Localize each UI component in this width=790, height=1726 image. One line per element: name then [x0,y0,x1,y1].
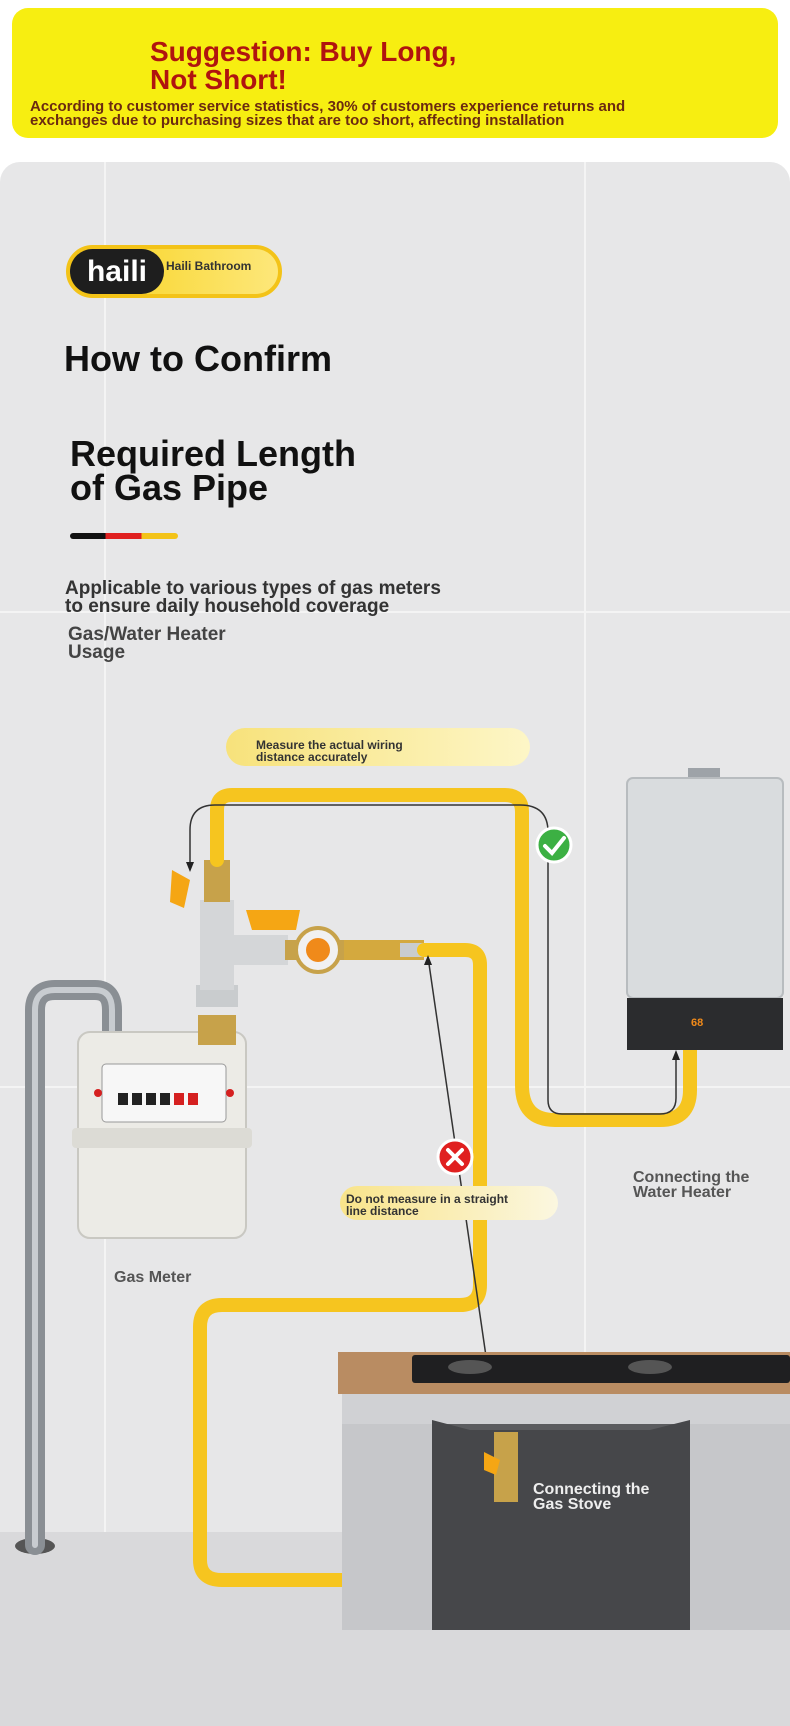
check-mark-icon [535,826,573,864]
gas-stove-label: Connecting the Gas Stove [533,1481,650,1513]
measure-path-line [189,804,677,1115]
heading-line-1: How to Confirm [64,338,332,379]
brand-name: Haili Bathroom [166,259,252,273]
usage-label: Gas/Water Heater Usage [68,624,226,663]
subtitle: Applicable to various types of gas meter… [65,578,441,617]
top-banner [12,8,778,138]
banner-title: Suggestion: Buy Long, Not Short! [150,36,457,95]
tricolor-divider [70,533,178,539]
dont-measure-note-pill [340,1186,558,1220]
gas-stove-cabinet [338,1352,790,1630]
banner-note: According to customer service statistics… [30,98,626,129]
gas-meter [72,1031,252,1239]
dont-measure-note: Do not measure in a straight line distan… [346,1192,509,1218]
water-heater-label: Connecting the Water Heater [633,1169,750,1201]
brand-logo: haili [70,249,164,294]
hose-to-water-heater [210,788,697,1127]
measure-note: Measure the actual wiring distance accur… [256,738,403,764]
cross-mark-icon [436,1138,474,1176]
valve-assembly [170,860,428,1045]
gas-meter-label: Gas Meter [114,1269,192,1286]
heater-display: 68 [691,1017,703,1029]
water-heater: 68 [626,768,784,1050]
measure-note-pill [226,728,530,766]
heading-line-2: Required Length of Gas Pipe [70,433,356,508]
